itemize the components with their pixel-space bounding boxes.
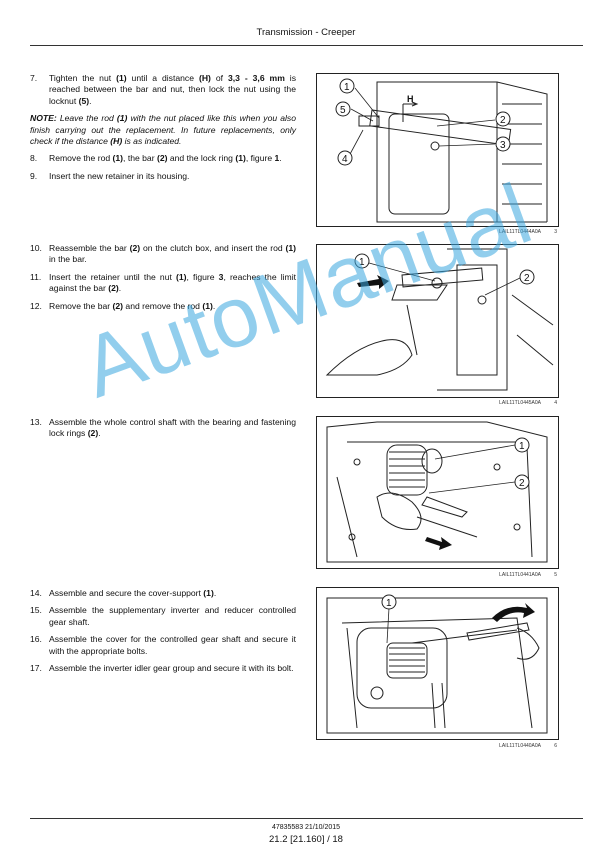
figure-6-image: 1 <box>316 587 559 740</box>
step-text: Remove the rod (1), the bar (2) and the … <box>49 153 282 164</box>
callout-1: 1 <box>344 82 350 93</box>
callout-2: 2 <box>524 273 530 284</box>
callout-2: 2 <box>500 115 506 126</box>
step-text: Assemble the whole control shaft with th… <box>49 417 296 439</box>
step-text: Remove the bar (2) and remove the rod (1… <box>49 300 216 311</box>
step-number: 10. <box>30 243 42 253</box>
callout-1: 1 <box>359 257 365 268</box>
step-text: Assemble the supplementary inverter and … <box>49 605 296 627</box>
callout-1: 1 <box>386 598 392 609</box>
step-11: 11. Insert the retainer until the nut (1… <box>30 272 296 295</box>
step-12: 12. Remove the bar (2) and remove the ro… <box>30 301 296 312</box>
callout-1: 1 <box>519 441 525 452</box>
step-text: Tighten the nut (1) until a distance (H)… <box>49 73 296 106</box>
figure-number: 4 <box>554 400 557 406</box>
footer-rule <box>30 818 583 819</box>
callout-4: 4 <box>342 154 348 165</box>
step-text: Insert the retainer until the nut (1), f… <box>49 271 296 294</box>
footer-doc-id: 47835583 21/10/2015 <box>271 824 341 831</box>
step-7: 7. Tighten the nut (1) until a distance … <box>30 73 296 107</box>
figure-number: 5 <box>554 572 557 578</box>
step-text: Assemble and secure the cover-support (1… <box>49 588 217 598</box>
step-17: 17. Assemble the inverter idler gear gro… <box>30 663 296 674</box>
step-10: 10. Reassemble the bar (2) on the clutch… <box>30 243 296 266</box>
step-8: 8. Remove the rod (1), the bar (2) and t… <box>30 153 296 164</box>
figure-4-image: 1 2 <box>316 244 559 398</box>
section-4-steps: 14. Assemble and secure the cover-suppor… <box>30 588 296 680</box>
callout-3: 3 <box>500 140 506 151</box>
step-16: 16. Assemble the cover for the controlle… <box>30 634 296 657</box>
step-number: 8. <box>30 153 38 164</box>
footer-page-number: 21.2 [21.160] / 18 <box>269 834 343 845</box>
figure-code: LAIL11TL0441A0A <box>499 572 541 578</box>
figure-number: 3 <box>554 229 557 235</box>
figure-number: 6 <box>554 743 557 749</box>
section-3-steps: 13. Assemble the whole control shaft wit… <box>30 417 296 446</box>
step-number: 14. <box>30 588 42 598</box>
step-14: 14. Assemble and secure the cover-suppor… <box>30 588 296 599</box>
step-13: 13. Assemble the whole control shaft wit… <box>30 417 296 440</box>
step-text: Assemble the inverter idler gear group a… <box>49 663 294 674</box>
callout-h: H <box>407 94 414 104</box>
note: NOTE: Leave the rod (1) with the nut pla… <box>30 113 297 147</box>
step-text: Reassemble the bar (2) on the clutch box… <box>49 243 296 265</box>
figure-5-image: 1 2 <box>316 416 559 569</box>
step-number: 17. <box>30 663 42 674</box>
section-2-steps: 10. Reassemble the bar (2) on the clutch… <box>30 243 296 318</box>
step-number: 9. <box>30 170 38 181</box>
step-number: 16. <box>30 634 42 645</box>
callout-5: 5 <box>340 105 346 116</box>
step-number: 15. <box>30 605 42 616</box>
figure-code: LAIL11TL0440A0A <box>499 743 541 749</box>
step-15: 15. Assemble the supplementary inverter … <box>30 605 296 628</box>
callout-2: 2 <box>519 478 525 489</box>
step-text: Assemble the cover for the controlled ge… <box>49 634 296 656</box>
page-header-title: Transmission - Creeper <box>256 27 356 38</box>
header-rule <box>30 45 583 46</box>
step-number: 12. <box>30 300 42 311</box>
step-text: Insert the new retainer in its housing. <box>49 170 190 181</box>
step-9: 9. Insert the new retainer in its housin… <box>30 171 296 182</box>
step-number: 13. <box>30 417 42 427</box>
figure-code: LAIL11TL0445A0A <box>499 400 541 406</box>
section-1-steps: 7. Tighten the nut (1) until a distance … <box>30 73 296 188</box>
figure-code: LAIL11TL0444A0A <box>499 229 541 235</box>
figure-3-image: 1 5 4 2 3 H <box>316 73 559 227</box>
step-number: 7. <box>30 73 38 83</box>
step-number: 11. <box>30 271 42 282</box>
